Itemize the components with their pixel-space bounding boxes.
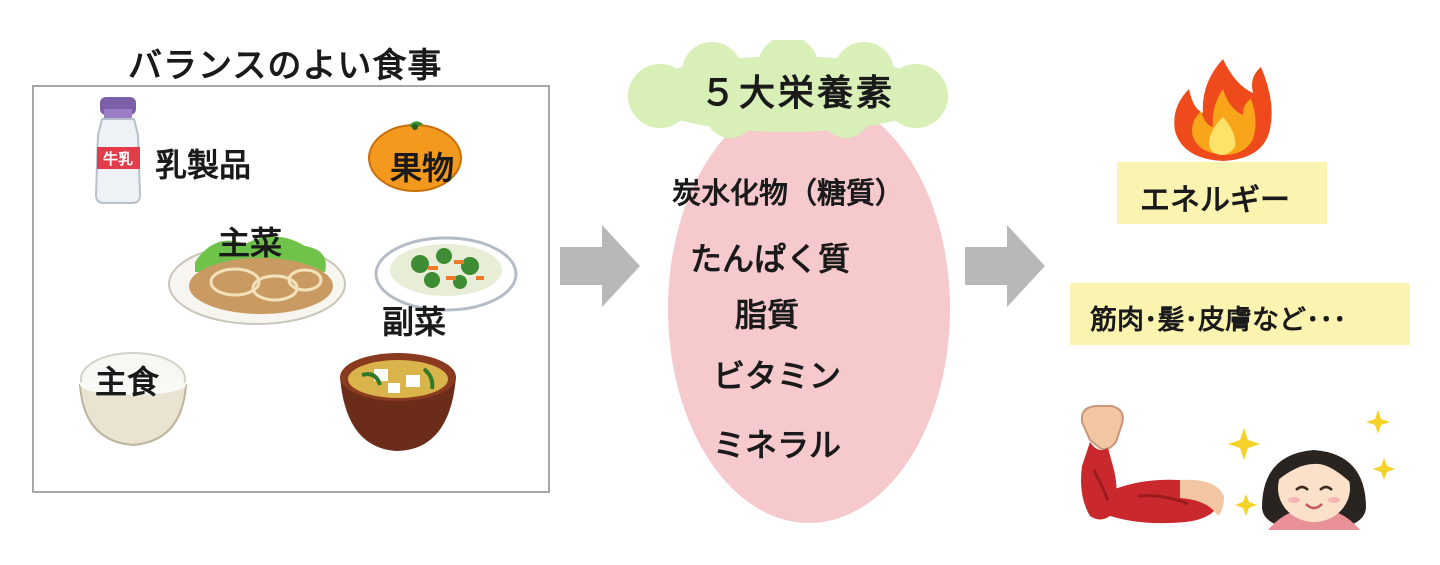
arm-muscle-icon — [1080, 405, 1224, 524]
nutrient-item: たんぱく質 — [690, 240, 851, 278]
meal-box — [32, 85, 550, 493]
label-dairy: 乳製品 — [155, 146, 252, 184]
ginger-pork-plate-icon — [168, 236, 346, 325]
nutrient-oval — [668, 95, 950, 523]
energy-box — [1117, 162, 1327, 224]
nutrient-item: ビタミン — [713, 357, 842, 395]
right-arrow-icon — [560, 225, 640, 307]
vegetable-salad-icon — [374, 236, 518, 312]
cloud-shape — [628, 40, 948, 138]
rice-bowl-icon — [78, 352, 188, 447]
nutrient-item: 炭水化物（糖質） — [672, 176, 905, 210]
sparkling-girl-icon — [1228, 410, 1395, 530]
body-box — [1070, 283, 1410, 345]
meal-title: バランスのよい食事 — [128, 46, 443, 86]
orange-icon — [368, 121, 462, 192]
milk-label: 牛乳 — [103, 150, 133, 168]
nutrients-title: ５大栄養素 — [700, 73, 896, 114]
label-fruit: 果物 — [390, 149, 455, 187]
body-label: 筋肉･髪･皮膚など･･･ — [1090, 305, 1347, 336]
nutrient-item: 脂質 — [735, 296, 800, 334]
label-side-dish: 副菜 — [382, 303, 447, 341]
fire-icon — [1174, 59, 1272, 161]
nutrient-item: ミネラル — [713, 426, 842, 464]
miso-soup-icon — [340, 353, 456, 451]
milk-bottle-icon: 牛乳 — [94, 97, 142, 204]
right-arrow-icon — [965, 225, 1045, 307]
label-staple: 主食 — [95, 363, 160, 401]
label-main-dish: 主菜 — [218, 224, 283, 262]
energy-label: エネルギー — [1140, 183, 1290, 218]
